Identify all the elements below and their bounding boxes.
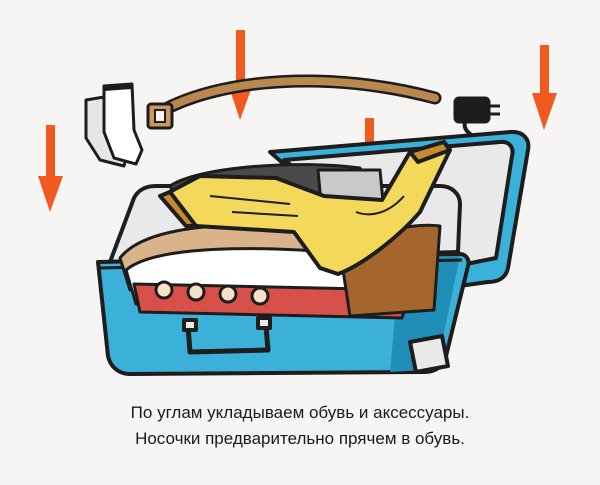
down-arrow-icon — [38, 125, 63, 212]
belt-icon — [146, 74, 442, 130]
down-arrow-icon — [532, 45, 557, 130]
caption: По углам укладываем обувь и аксессуары. … — [0, 400, 600, 452]
caption-line-1: По углам укладываем обувь и аксессуары. — [130, 403, 470, 422]
suitcase-packing-scene — [38, 30, 557, 376]
boot-icon — [158, 140, 452, 276]
caption-line-2: Носочки предварительно прячем в обувь. — [135, 429, 465, 448]
down-arrow-icon — [228, 30, 253, 120]
socks-icon — [84, 82, 144, 168]
